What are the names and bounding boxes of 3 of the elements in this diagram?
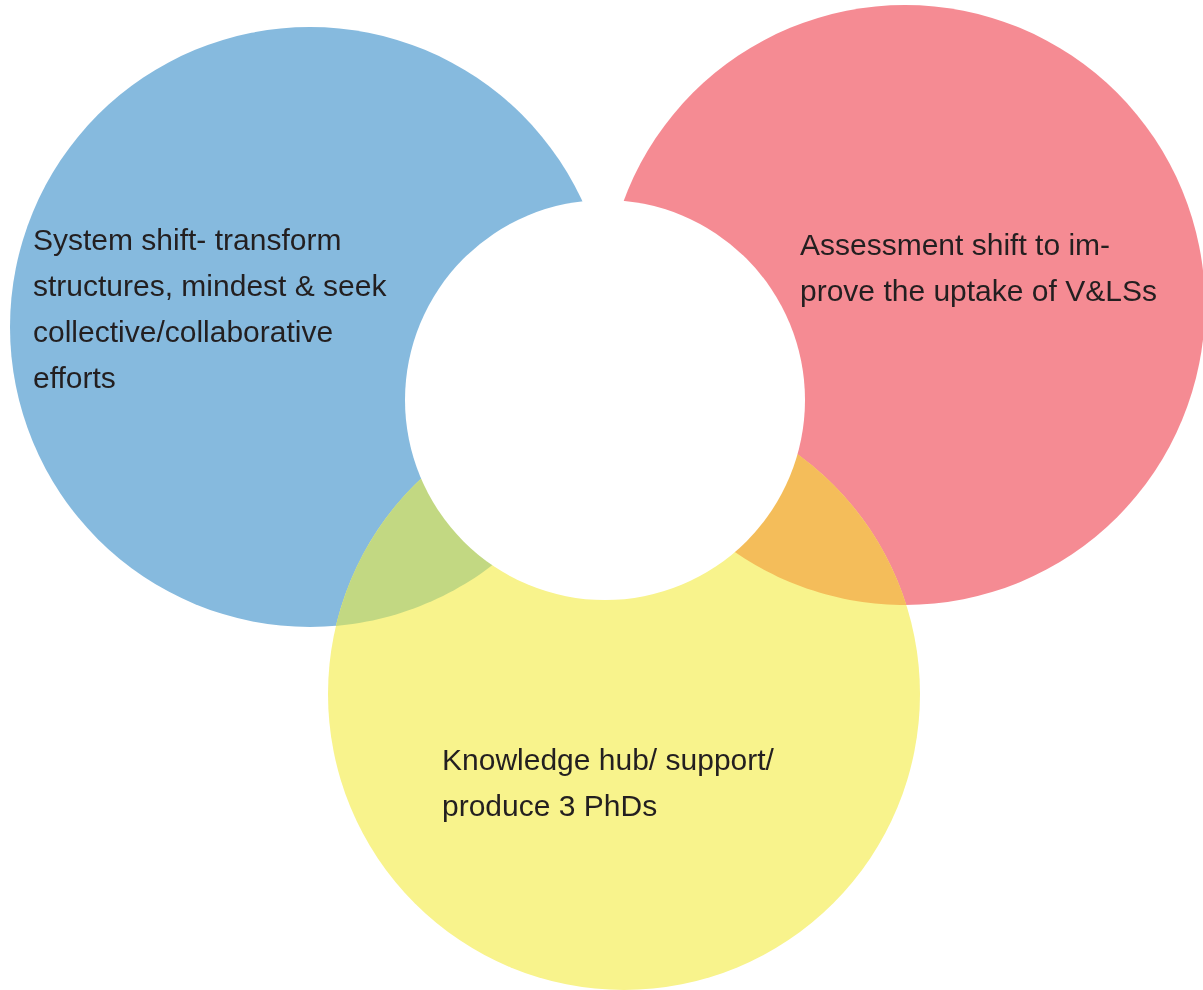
circle-label: Knowledge hub/ support/ produce 3 PhDs — [442, 742, 775, 824]
circle-label: Assessment shift to im- prove the uptake of V&LSs — [800, 227, 1158, 309]
circle-label: System shift- transform structures, mindest & seek collective/collaborative efforts — [33, 222, 388, 396]
